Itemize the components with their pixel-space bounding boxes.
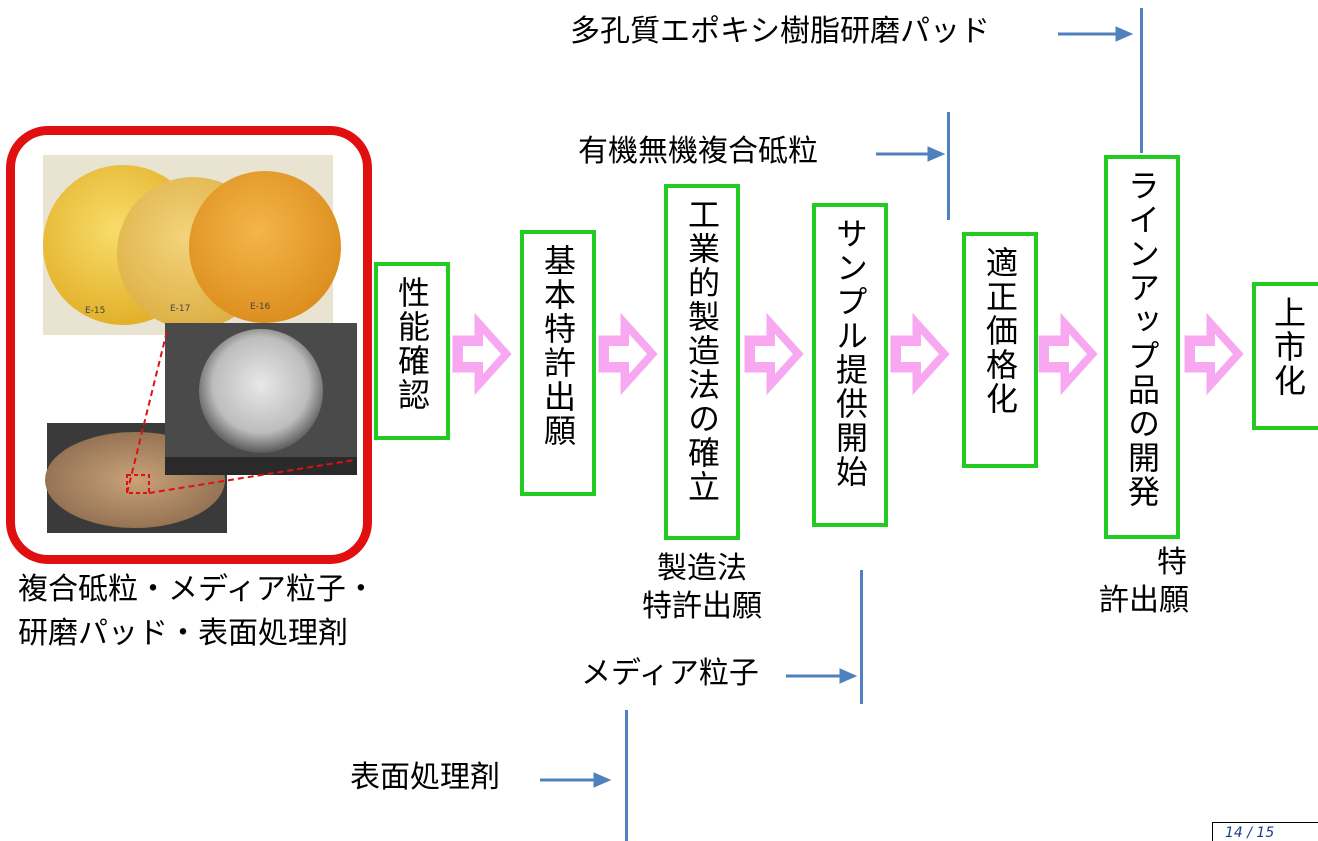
note-line: 特許出願 bbox=[642, 588, 762, 624]
note-line: 製造法 bbox=[657, 551, 747, 586]
stage-label: ラインアップ品の開発 bbox=[1123, 169, 1161, 509]
product-photo-frame: E-15 E-17 E-16 bbox=[6, 126, 372, 564]
stage-label: 工業的製造法の確立 bbox=[683, 198, 721, 504]
note-manufacturing-patent: 製造法 特許出願 bbox=[622, 550, 782, 625]
stage-label: 適正価格化 bbox=[981, 246, 1019, 416]
pad-label-3: E-16 bbox=[250, 302, 271, 312]
page-number: 14 / 15 bbox=[1225, 825, 1275, 841]
marker-line-media-particle bbox=[860, 570, 863, 704]
stage-sample-supply: サンプル提供開始 bbox=[812, 203, 888, 527]
stage-manufacturing-method: 工業的製造法の確立 bbox=[664, 184, 740, 540]
pad-label-1: E-15 bbox=[85, 306, 105, 316]
marker-label-surface-agent: 表面処理剤 bbox=[350, 760, 500, 795]
product-photos: E-15 E-17 E-16 bbox=[43, 155, 357, 533]
stage-lineup-development: ラインアップ品の開発 bbox=[1104, 155, 1180, 539]
stage-price-optimization: 適正価格化 bbox=[962, 232, 1038, 468]
marker-label-porous-pad: 多孔質エポキシ樹脂研磨パッド bbox=[570, 14, 990, 49]
flow-arrow-1 bbox=[452, 312, 512, 396]
zoom-box bbox=[126, 474, 150, 494]
flow-arrow-4 bbox=[890, 312, 950, 396]
note-line: 許出願 bbox=[1099, 582, 1189, 618]
marker-label-media-particle: メディア粒子 bbox=[581, 656, 759, 691]
note-patent: 特 許出願 bbox=[1074, 544, 1214, 619]
stage-label: 基本特許出願 bbox=[539, 244, 577, 448]
page-number-box: 14 / 15 bbox=[1212, 822, 1318, 841]
flow-arrow-2 bbox=[598, 312, 658, 396]
product-caption-line2: 研磨パッド・表面処理剤 bbox=[18, 616, 348, 651]
flow-arrow-5 bbox=[1038, 312, 1098, 396]
stage-basic-patent: 基本特許出願 bbox=[520, 230, 596, 496]
flow-arrow-6 bbox=[1184, 312, 1244, 396]
stage-label: 上市化 bbox=[1269, 296, 1307, 398]
product-caption-line1: 複合砥粒・メディア粒子・ bbox=[18, 572, 376, 607]
stage-performance-check: 性能確認 bbox=[374, 262, 450, 440]
stage-market-launch: 上市化 bbox=[1252, 282, 1318, 430]
stage-label: サンプル提供開始 bbox=[831, 217, 869, 489]
pad-label-2: E-17 bbox=[170, 304, 190, 314]
marker-line-composite-abrasive bbox=[947, 112, 950, 220]
marker-line-porous-pad bbox=[1140, 8, 1143, 153]
flow-arrow-3 bbox=[744, 312, 804, 396]
pad-disc-3 bbox=[189, 171, 341, 323]
marker-label-composite-abrasive: 有機無機複合砥粒 bbox=[578, 134, 818, 169]
marker-line-surface-agent bbox=[625, 710, 628, 841]
stage-label: 性能確認 bbox=[393, 276, 431, 412]
note-line: 特 bbox=[1157, 545, 1187, 580]
